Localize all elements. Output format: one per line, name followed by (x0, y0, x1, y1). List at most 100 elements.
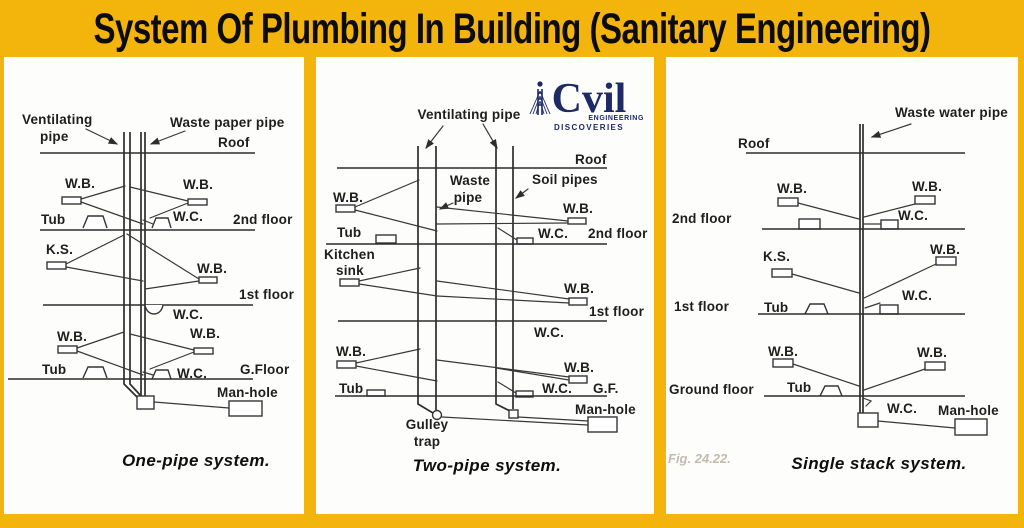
ventilating-pipe-label: Ventilating (22, 112, 92, 127)
wc-label: W.C. (534, 325, 564, 340)
two-pipe-diagram: Ventilating pipe Roof Waste pipe Soil pi… (324, 107, 648, 475)
wb-label: W.B. (777, 181, 807, 196)
roof-label: Roof (218, 135, 250, 150)
waste-connection (791, 273, 860, 294)
tub-fixture (82, 215, 108, 229)
ground-floor-group: W.B. W.B. Tub W.C. G.F. (335, 344, 619, 398)
wc-fixture (880, 219, 899, 230)
gulley-trap-fitting (431, 409, 443, 421)
ground-floor-label: G.Floor (240, 362, 290, 377)
tub-label: Tub (764, 300, 788, 315)
waste-connection (354, 179, 438, 232)
wb-label: W.B. (333, 190, 363, 205)
kitchen-sink (46, 261, 67, 270)
wb-label: W.B. (197, 261, 227, 276)
wb-label: W.B. (564, 360, 594, 375)
waste-connection (863, 263, 937, 299)
caption: Single stack system. (791, 454, 966, 473)
wc-trap (144, 304, 164, 315)
waste-connection (80, 185, 144, 225)
wb-label: W.B. (183, 177, 213, 192)
second-floor-label: 2nd floor (672, 211, 732, 226)
one-pipe-diagram: Ventilating pipe Waste paper pipe Roof W… (8, 112, 294, 470)
tub-label: Tub (339, 381, 363, 396)
wb-label: W.B. (917, 345, 947, 360)
diagram-panels: Ventilating pipe Waste paper pipe Roof W… (0, 57, 1024, 514)
wb-label: W.B. (190, 326, 220, 341)
soil-drain-fitting (508, 409, 519, 419)
waste-water-pipe-arrow (870, 123, 912, 138)
ground-floor-group: W.B. W.B. Ground floor Tub (669, 344, 965, 397)
tub-fixture (375, 234, 397, 244)
single-stack-diagram: Waste water pipe Roof W.B. W.B. 2nd floo… (668, 105, 1008, 473)
top-labels: Waste water pipe Roof (738, 105, 1008, 154)
ventilating-pipe-line (495, 146, 511, 412)
waste-connection (76, 331, 144, 376)
wc-label: W.C. (177, 366, 207, 381)
drain-group: W.C. Man-hole (857, 401, 999, 436)
ventilating-pipe-arrow (85, 128, 119, 145)
wc-label: W.C. (173, 307, 203, 322)
wc-fixture (515, 390, 534, 398)
ground-floor-group: W.B. W.B. Tub W.C. G.Floor (8, 326, 290, 381)
caption: Two-pipe system. (413, 456, 561, 475)
waste-connection (358, 267, 438, 297)
bridge-icon (529, 81, 551, 115)
ventilating-pipe-arrow (425, 125, 444, 149)
kitchen-sink-label: Kitchen (324, 247, 375, 262)
second-floor-group: W.B. W.B. Tub W.C. 2nd floor (326, 179, 648, 245)
gulley-trap-label: Gulley (406, 417, 449, 432)
wash-basin (187, 198, 208, 206)
ground-floor-label: Ground floor (669, 382, 754, 397)
title-band: System Of Plumbing In Building (Sanitary… (0, 0, 1024, 57)
tub-fixture (82, 366, 108, 379)
wash-basin (198, 276, 218, 284)
tub-fixture (366, 389, 386, 397)
figure-number: Fig. 24.22. (668, 451, 731, 466)
manhole-box (228, 400, 263, 417)
panel-two-pipe-system: Ventilating pipe Roof Waste pipe Soil pi… (316, 57, 654, 514)
waste-connection (863, 368, 926, 391)
wash-basin (772, 358, 794, 368)
wb-label: W.B. (57, 329, 87, 344)
drain-group: Gulley trap Man-hole (406, 402, 636, 449)
ks-label: K.S. (46, 242, 73, 257)
stack-offset-bend (862, 397, 873, 407)
tub-label: Tub (787, 380, 811, 395)
wash-basin (777, 197, 799, 207)
waste-connection (65, 234, 144, 282)
inspection-chamber (857, 412, 879, 428)
wc-connection (864, 302, 881, 309)
drain-line (441, 416, 589, 426)
manhole-label: Man-hole (938, 403, 999, 418)
wc-label: W.C. (173, 209, 203, 224)
logo-discoveries-text: DISCOVERIES (553, 123, 625, 132)
tub-fixture (804, 303, 829, 315)
ventilating-pipe-line (129, 132, 142, 397)
wash-basin (924, 361, 946, 371)
wash-basin (336, 360, 357, 369)
gf-label: G.F. (593, 381, 619, 396)
wb-label: W.B. (65, 176, 95, 191)
waste-connection (436, 206, 569, 225)
stack-pipes (417, 146, 514, 414)
waste-pipe-label: pipe (454, 190, 483, 205)
waste-connection (436, 359, 570, 381)
waste-pipe-arrow (149, 130, 186, 145)
second-floor-group: W.B. W.B. 2nd floor W.C. (672, 179, 965, 230)
waste-pipe-label: Waste paper pipe (170, 115, 285, 130)
ventilating-pipe-line (123, 132, 138, 398)
civil-engineering-discoveries-logo: C vil ENGINEERING DISCOVERIES (528, 78, 650, 132)
soil-pipes-arrow (515, 188, 529, 199)
first-floor-group: K.S. W.B. 1st floor W.C. (43, 233, 294, 322)
wb-label: W.B. (768, 344, 798, 359)
wb-label: W.B. (912, 179, 942, 194)
tub-label: Tub (337, 225, 361, 240)
stack-pipes (123, 132, 146, 398)
waste-water-pipe-label: Waste water pipe (895, 105, 1008, 120)
wc-connection (497, 227, 518, 241)
wb-label: W.B. (563, 201, 593, 216)
wash-basin (335, 204, 356, 213)
roof-label: Roof (575, 152, 607, 167)
